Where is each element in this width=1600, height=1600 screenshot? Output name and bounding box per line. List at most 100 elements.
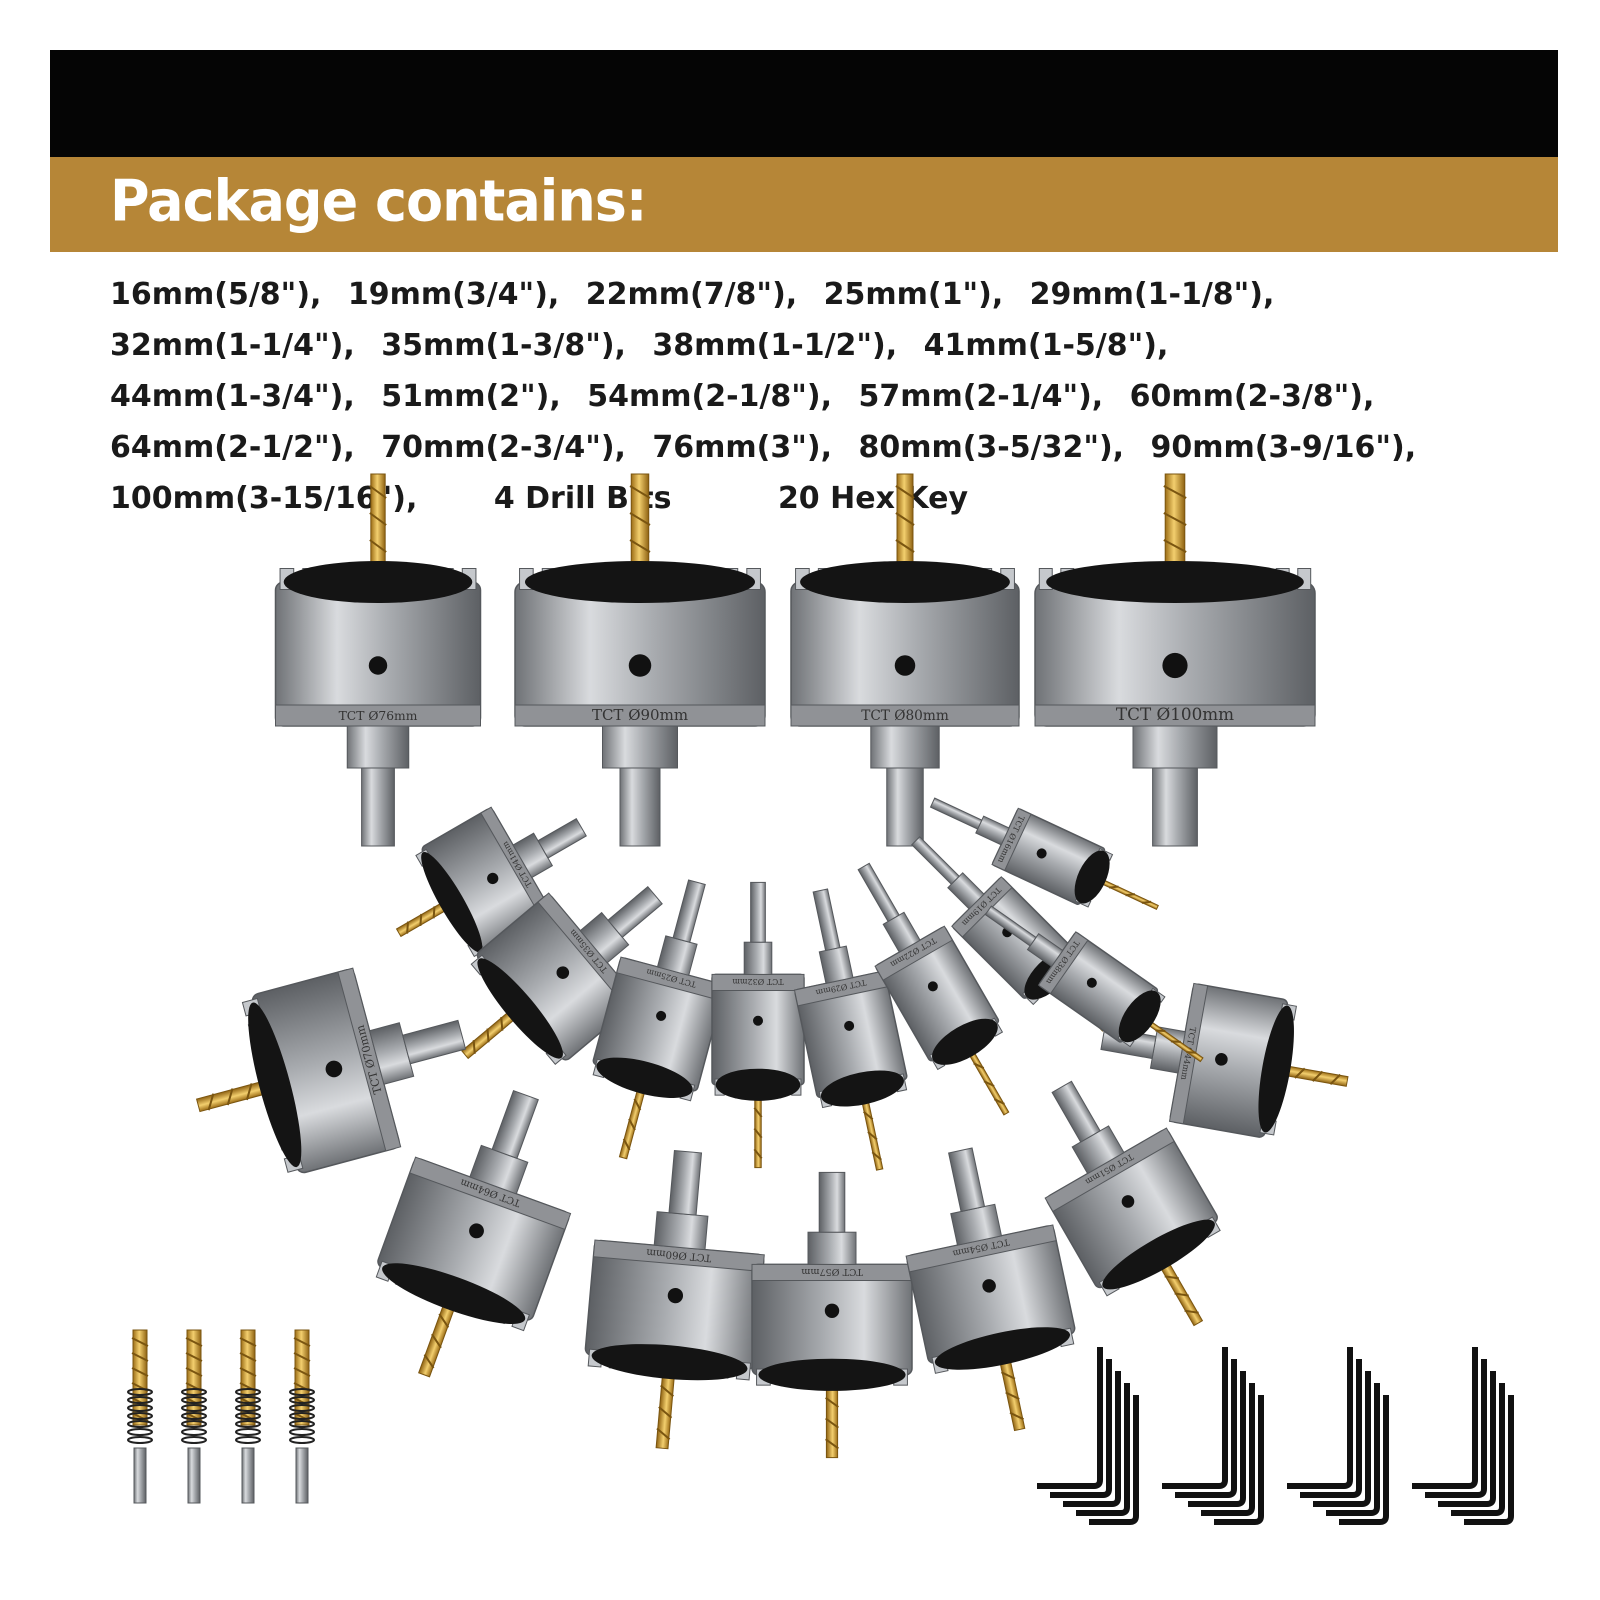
spring-coil [181,1420,207,1428]
spring-coil [127,1396,153,1404]
ejector-hole [325,1060,343,1078]
hex-key [1188,1371,1246,1507]
saw-shank [812,888,841,952]
bit-flute [1163,539,1187,553]
bit-flute [486,1028,490,1043]
saw-opening [800,561,1010,603]
saw-opening [283,561,473,603]
size-item: 32mm(1-1/4"), [110,328,355,363]
ejector-hole [1086,977,1097,988]
drill-bit-flute [131,1367,149,1377]
hex-key [1089,1395,1139,1525]
hex-key [1313,1371,1371,1507]
saw-opening [596,1057,693,1098]
bit-flute [629,485,651,499]
hole-saw: TCT Ø32mm [711,881,805,1169]
hex-key [1162,1347,1228,1489]
bit-flute [419,913,423,927]
drill-bit-set [127,1329,315,1504]
saw-shank [668,1150,703,1216]
header-banner [50,157,1558,252]
spring-coil [235,1428,261,1436]
hole-saw: TCT Ø80mm [790,473,1020,847]
ejector-hole [1162,652,1188,679]
hole-saw: TCT Ø25mm [592,879,726,1160]
page-title: Package contains: [110,168,647,235]
spring-coil [127,1404,153,1412]
saw-opening [1118,990,1161,1043]
hole-saw: TCT Ø54mm [905,1147,1076,1432]
ejector-hole [469,1223,484,1239]
ejector-hole [656,1010,667,1021]
hex-key-count: 20 Hex Key [777,481,969,516]
saw-opening [1258,1005,1294,1133]
saw-shank [911,836,960,885]
ejector-hole [667,1287,684,1304]
size-item: 76mm(3"), [652,430,832,465]
hex-key [1326,1383,1380,1516]
size-row: 32mm(1-1/4"), 35mm(1-3/8"), 38mm(1-1/2")… [110,329,1560,380]
size-item: 64mm(2-1/2"), [110,430,355,465]
hex-key [1063,1371,1121,1507]
ejector-hole [1121,1195,1135,1208]
spring-coil [289,1428,315,1436]
ejector-hole [556,966,570,979]
size-item: 16mm(5/8"), [110,277,322,312]
hole-saw: TCT Ø51mm [1044,1080,1221,1327]
drill-bit-flute [293,1352,311,1362]
hole-saw: TCT Ø60mm [584,1150,765,1450]
size-row: 16mm(5/8"), 19mm(3/4"), 22mm(7/8"), 25mm… [110,278,1560,329]
hole-saw: TCT Ø100mm [1034,473,1316,847]
size-item: 90mm(3-9/16"), [1150,430,1417,465]
bit-flute [973,1062,985,1069]
drill-bit-flute [185,1337,203,1347]
bit-flute [753,1127,763,1139]
bit-flute [993,1098,1005,1105]
size-item: 54mm(2-1/8"), [587,379,832,414]
size-item: 51mm(2"), [381,379,561,414]
spring-coil [235,1396,261,1404]
saw-shank [619,767,661,847]
bit-flute [658,1406,673,1419]
bit-flute [895,512,915,526]
ejector-hole [487,872,499,885]
hole-saw: TCT Ø70mm [195,967,467,1174]
saw-arbor [818,945,854,984]
hole-saw: TCT Ø57mm [751,1171,913,1459]
ejector-hole [824,1303,840,1318]
bit-flute [472,1040,476,1054]
saw-shank [818,1171,846,1233]
size-item: 41mm(1-5/8"), [923,328,1169,363]
bit-flute [1184,1309,1199,1314]
bit-flute [825,1396,839,1408]
saw-opening [934,1327,1071,1370]
size-row: 64mm(2-1/2"), 70mm(2-3/4"), 76mm(3"), 80… [110,431,1560,482]
hex-key [1287,1347,1353,1489]
hole-saw: TCT Ø38mm [984,905,1204,1063]
ejector-hole [628,654,652,677]
saw-opening [1074,850,1110,904]
bit-flute [660,1384,675,1397]
bit-flute [423,1353,435,1369]
bit-flute [226,1088,234,1106]
bit-flute [1000,1371,1016,1380]
bit-flute [633,1098,642,1111]
bit-flute [628,1118,636,1131]
spring-coil [289,1412,315,1420]
saw-cup [514,581,766,727]
drill-bit [127,1329,153,1504]
bit-flute [1163,485,1187,499]
spring-coil [235,1436,261,1444]
drill-bit-shank [295,1447,309,1504]
hex-key [1300,1359,1362,1498]
saw-opening [932,1018,998,1065]
saw-opening [382,1263,526,1325]
hex-key [1175,1359,1237,1498]
hex-key [1076,1383,1130,1516]
bit-flute [1155,1029,1166,1033]
saw-opening [421,851,483,953]
ejector-hole [894,655,916,676]
drill-bit-flute [131,1337,149,1347]
bit-flute [1164,1275,1179,1280]
